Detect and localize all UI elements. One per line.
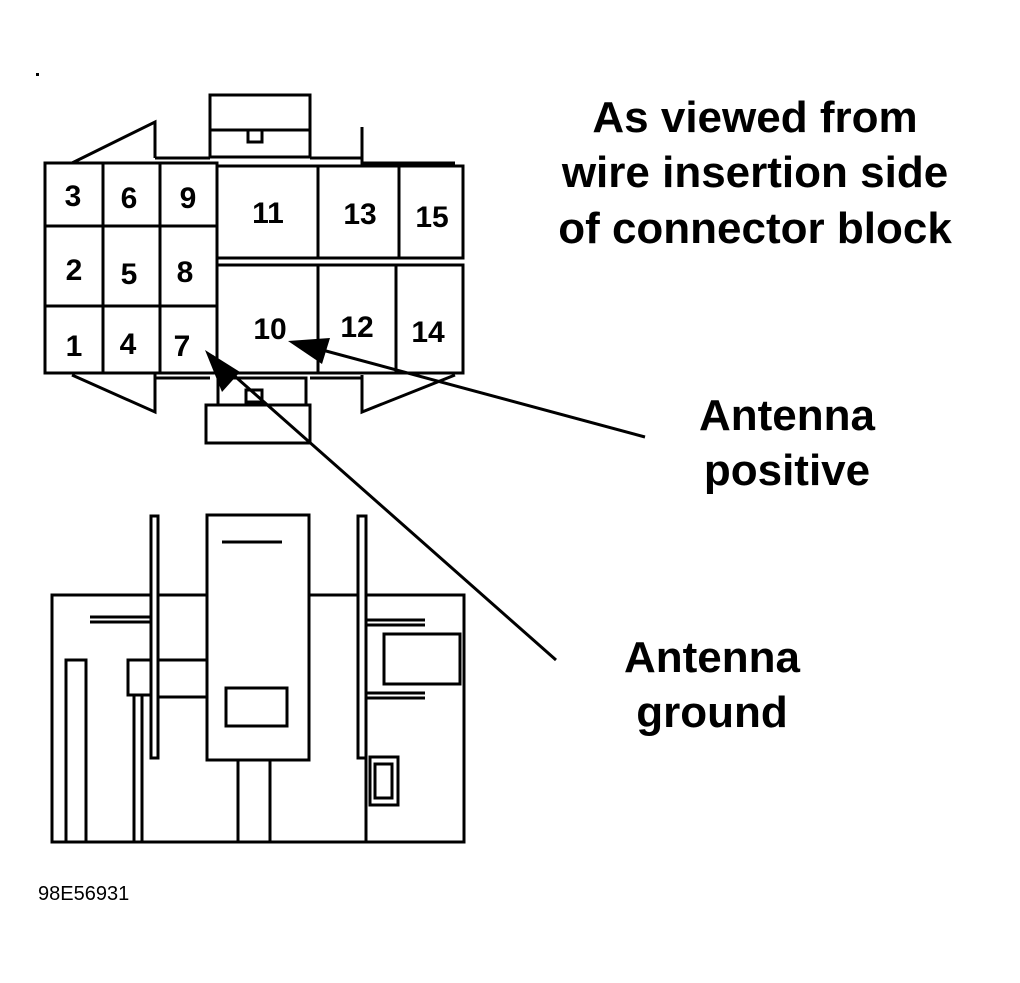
speck: [36, 73, 39, 76]
center-window: [224, 686, 289, 728]
antenna-positive-label: Antenna positive: [699, 391, 876, 495]
pin-14: 14: [411, 316, 445, 349]
right-bottom-latch: [360, 373, 456, 415]
left-bottom-latch: [71, 372, 157, 415]
pin-13: 13: [343, 198, 376, 231]
pin-6: 6: [121, 182, 138, 215]
antenna-ground-leader: [205, 350, 557, 662]
side-window: [382, 632, 462, 686]
pin-5: 5: [121, 258, 138, 291]
view-caption: As viewed from wire insertion side of co…: [558, 93, 952, 253]
right-blade: [356, 514, 368, 760]
svg-text:Antenna: Antenna: [699, 391, 876, 440]
svg-text:ground: ground: [636, 688, 788, 737]
antenna-positive-leader: [288, 338, 646, 439]
top-lock-tab: [208, 93, 312, 159]
pin-4: 4: [120, 328, 137, 361]
pin-7: 7: [174, 330, 191, 363]
connector-face-view: 3 6 9 2 5 8 1 4 7 11 13 15 10 12 14: [43, 93, 465, 445]
arrowhead-icon: [288, 338, 330, 364]
left-top-latch: [71, 119, 157, 165]
antenna-ground-label: Antenna ground: [624, 633, 801, 737]
bottom-lock-tab: [204, 403, 312, 445]
pin-9: 9: [180, 182, 197, 215]
svg-text:Antenna: Antenna: [624, 633, 801, 682]
pin-3: 3: [65, 180, 82, 213]
large-pin-block-top: [215, 164, 465, 260]
svg-text:positive: positive: [704, 446, 870, 495]
left-blade: [149, 514, 160, 760]
pin-2: 2: [66, 254, 83, 287]
small-pin-block: [43, 161, 219, 375]
pin-15: 15: [415, 201, 448, 234]
pin-12: 12: [340, 311, 373, 344]
pin-8: 8: [177, 256, 194, 289]
connector-side-view: [50, 513, 466, 844]
figure-id: 98E56931: [38, 883, 129, 905]
pin-11: 11: [252, 197, 284, 230]
right-top-latch: [360, 127, 455, 165]
pin-1: 1: [66, 330, 83, 363]
caption-line-1: As viewed from: [592, 93, 917, 142]
arrowhead-icon: [205, 350, 240, 392]
caption-line-3: of connector block: [558, 204, 952, 253]
caption-line-2: wire insertion side: [561, 148, 948, 197]
pin-10: 10: [253, 313, 286, 346]
